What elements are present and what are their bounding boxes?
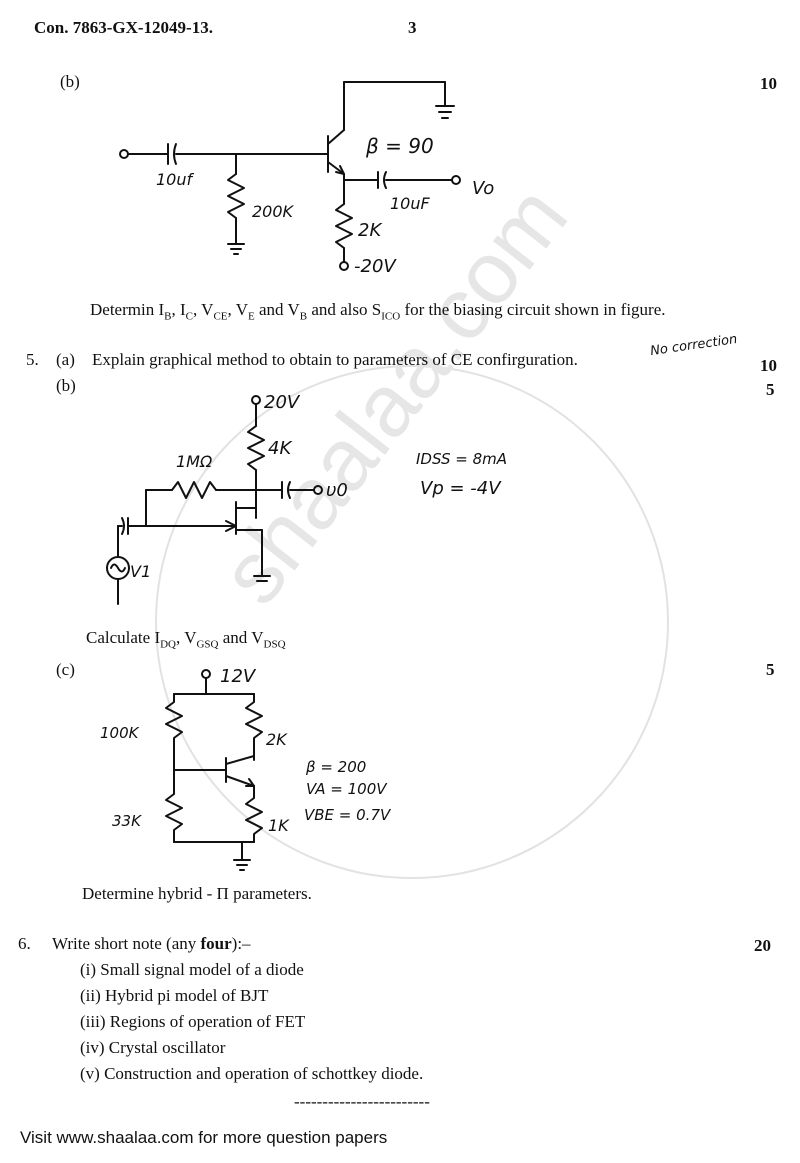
q4b-re-resistor [335,203,353,249]
q5b-supply-terminal [251,395,261,405]
q4b-circuit-diagram [119,81,461,271]
q5a-marks: 10 [760,356,777,375]
q5c-marks: 5 [766,660,775,679]
q6-item-2: (ii) Hybrid pi model of BJT [80,986,269,1005]
q4b-rb-label: 200K [252,202,294,221]
q5b-question-text: Calculate IDQ, VGSQ and VDSQ [86,628,286,651]
q6-item-4: (iv) Crystal oscillator [80,1038,226,1057]
q5c-r2-label: 33K [112,812,141,830]
q5c-r2-resistor [165,769,183,843]
q4b-cout-label: 10uF [390,194,430,213]
q5b-rg-resistor [171,481,217,499]
q4b-supply-label: -20V [354,256,396,277]
paper-code: Con. 7863-GX-12049-13. [34,18,213,37]
q5b-vp-label: Vp = -4V [420,478,501,499]
end-rule: ------------------------ [294,1092,430,1111]
q5b-vout-label: υ0 [326,480,348,501]
q5c-re-label: 1K [268,816,289,835]
q5c-beta-label: β = 200 [306,758,367,776]
q4b-re-label: 2K [358,220,382,241]
q4b-rb-resistor [227,173,245,219]
q5b-circuit-diagram [106,395,323,605]
q5c-label: (c) [56,660,75,679]
q4b-output-terminal [451,175,461,185]
q5c-rc-label: 2K [266,730,287,749]
q5c-re-resistor [245,785,263,843]
q6-item-3: (iii) Regions of operation of FET [80,1012,306,1031]
q6-number: 6. [18,934,31,953]
q5c-circuit-diagram [165,669,263,871]
q4b-supply-terminal [339,261,349,271]
q6-marks: 20 [754,936,771,955]
q4b-label: (b) [60,72,80,91]
q5c-rc-resistor [245,693,263,761]
q6-item-5: (v) Construction and operation of schott… [80,1064,424,1083]
q4b-input-terminal [119,149,129,159]
q5-number: 5. [26,350,39,369]
q5b-rd-resistor [247,425,265,471]
q5a-text: Explain graphical method to obtain to pa… [92,350,578,369]
q5b-idss-label: IDSS = 8mA [416,450,508,468]
q4b-vout-label: Vo [472,178,495,199]
q5b-rd-label: 4K [268,438,292,459]
q5c-va-label: VA = 100V [306,780,387,798]
q5c-r1-label: 100K [100,724,139,742]
q5c-r1-resistor [165,693,183,771]
footer-text: Visit www.shaalaa.com for more question … [20,1128,388,1147]
q6-title: Write short note (any four):– [52,934,251,953]
q5b-label: (b) [56,376,76,395]
q5c-supply-terminal [201,669,211,679]
q5b-vin-label: V1 [130,562,152,581]
q4b-cin-label: 10uf [156,170,193,189]
q5a-label: (a) [56,350,75,369]
q5c-question-text: Determine hybrid - Π parameters. [82,884,312,903]
q4b-marks: 10 [760,74,777,93]
q4b-beta-label: β = 90 [366,134,434,158]
q5b-marks: 5 [766,380,775,399]
page-number: 3 [408,18,417,37]
q4b-question-text: Determin IB, IC, VCE, VE and VB and also… [90,300,666,323]
q4b-cin-plate2 [173,143,177,165]
q5b-supply-label: 20V [264,392,300,413]
q5c-supply-label: 12V [220,666,256,687]
q5a-handwritten-note: No correction [649,331,739,360]
q5c-vbe-label: VBE = 0.7V [304,806,391,824]
q6-item-1: (i) Small signal model of a diode [80,960,304,979]
q5b-rg-label: 1MΩ [176,452,213,471]
